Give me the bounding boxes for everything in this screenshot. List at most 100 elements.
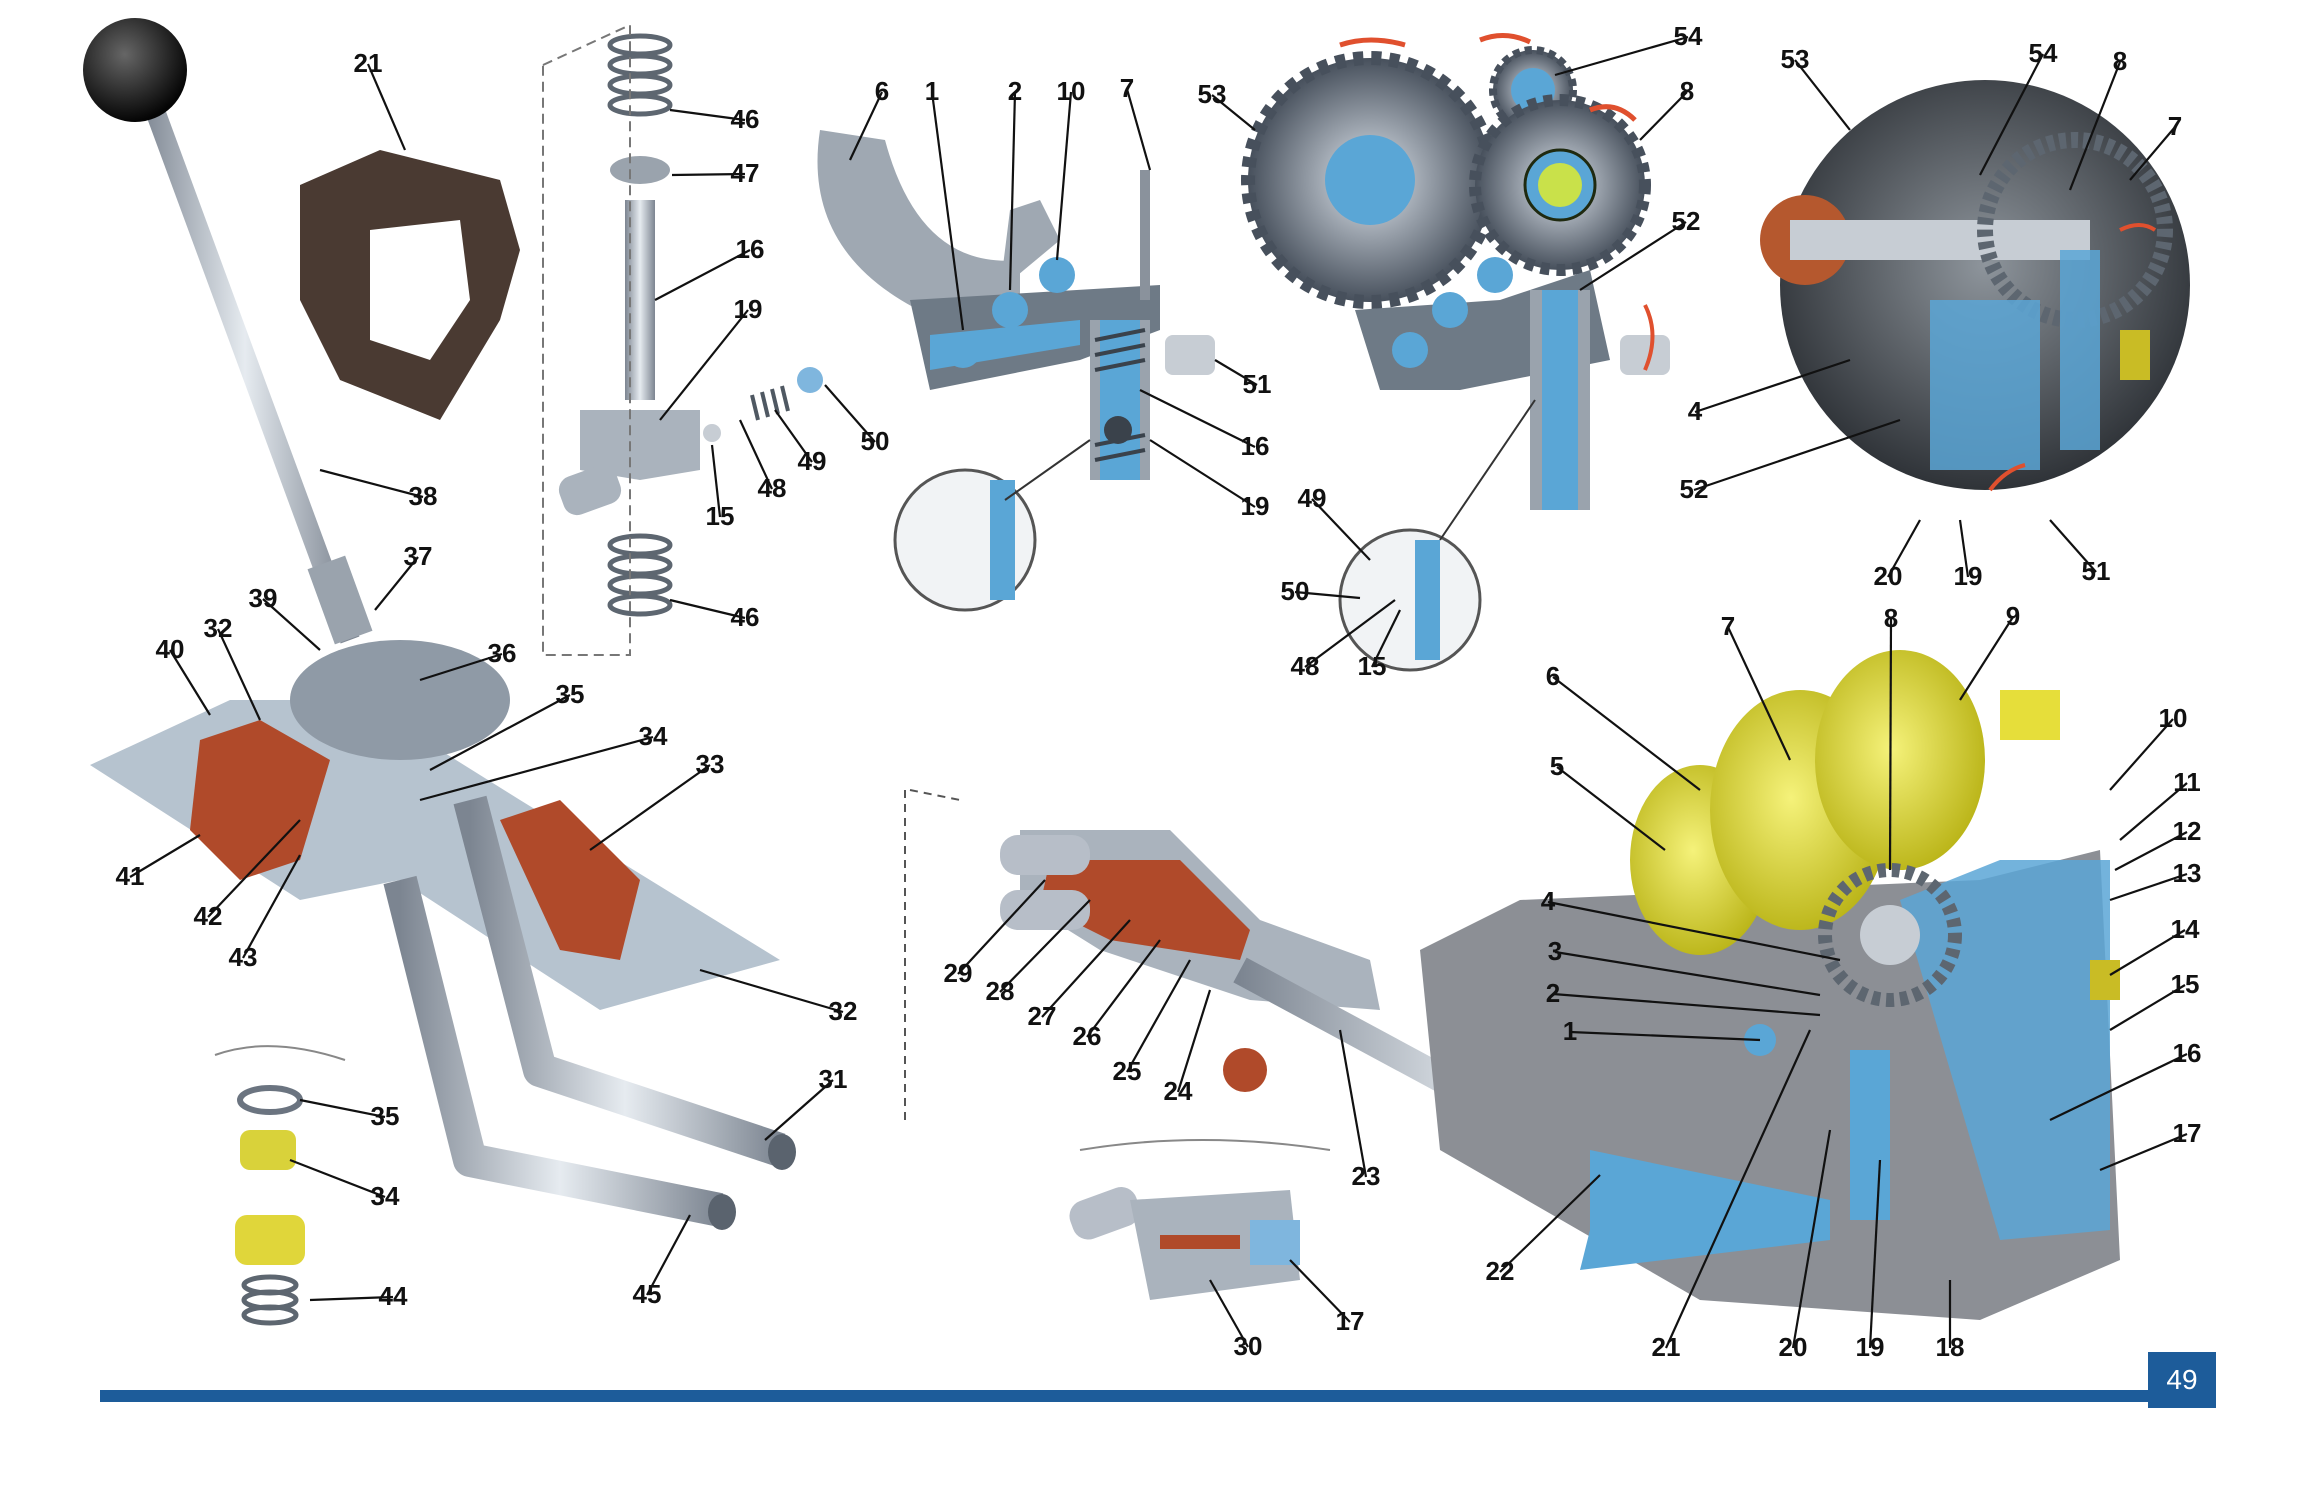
tube-end-upper bbox=[768, 1134, 796, 1170]
callout-16: 16 bbox=[736, 234, 765, 264]
cutaway-arrow-1 bbox=[2119, 223, 2157, 232]
callout-14: 14 bbox=[2171, 914, 2200, 944]
gear-cluster-rear bbox=[1815, 650, 1985, 870]
callout-29: 29 bbox=[944, 958, 973, 988]
callout-9: 9 bbox=[2006, 601, 2020, 631]
shift-tube-upper bbox=[453, 795, 786, 1167]
leader-line-4 bbox=[1694, 358, 1851, 414]
lever-boot bbox=[307, 555, 373, 645]
detent-zoom-leader bbox=[1004, 439, 1091, 501]
linkage-rod-end-upper bbox=[1000, 835, 1090, 875]
callout-11: 11 bbox=[2173, 767, 2201, 797]
leader-line-46 bbox=[669, 108, 746, 122]
callout-10: 10 bbox=[2159, 703, 2188, 733]
leader-line-2 bbox=[1552, 992, 1821, 1017]
leader-line-11 bbox=[2119, 782, 2188, 841]
callout-47: 47 bbox=[731, 158, 760, 188]
callout-43: 43 bbox=[229, 942, 258, 972]
leader-line-36 bbox=[419, 652, 503, 682]
callout-52: 52 bbox=[1672, 206, 1701, 236]
callout-42: 42 bbox=[194, 901, 223, 931]
leader-line-1 bbox=[930, 91, 965, 331]
leader-line-16 bbox=[1139, 389, 1256, 448]
rotation-arrow-4 bbox=[1643, 304, 1655, 371]
leader-line-37 bbox=[374, 556, 419, 611]
callout-49: 49 bbox=[798, 446, 827, 476]
callout-22: 22 bbox=[1486, 1256, 1515, 1286]
leader-line-44 bbox=[309, 1295, 394, 1302]
callout-26: 26 bbox=[1073, 1021, 1102, 1051]
leader-line-29 bbox=[957, 879, 1046, 975]
callout-17: 17 bbox=[2173, 1118, 2202, 1148]
callout-41: 41 bbox=[116, 861, 145, 891]
leader-line-24 bbox=[1176, 989, 1212, 1093]
leader-line-38 bbox=[319, 468, 424, 499]
callout-37: 37 bbox=[404, 541, 433, 571]
callout-10: 10 bbox=[1057, 76, 1086, 106]
callout-12: 12 bbox=[2173, 816, 2202, 846]
leader-line-52 bbox=[1579, 221, 1687, 291]
callout-16: 16 bbox=[1241, 431, 1270, 461]
callout-23: 23 bbox=[1352, 1161, 1381, 1191]
callout-52: 52 bbox=[1680, 474, 1709, 504]
callout-51: 51 bbox=[1243, 369, 1272, 399]
callout-54: 54 bbox=[2029, 38, 2058, 68]
gear-8-ring bbox=[1538, 163, 1582, 207]
callout-16: 16 bbox=[2173, 1038, 2202, 1068]
leader-line-6 bbox=[849, 91, 883, 161]
callout-1: 1 bbox=[925, 76, 939, 106]
leader-line-53 bbox=[1794, 59, 1851, 131]
callout-53: 53 bbox=[1198, 79, 1227, 109]
callout-46: 46 bbox=[731, 104, 760, 134]
leader-line-33 bbox=[589, 764, 711, 851]
callout-50: 50 bbox=[1281, 576, 1310, 606]
leader-line-17 bbox=[1289, 1259, 1351, 1323]
leader-line-15 bbox=[2109, 984, 2186, 1031]
callout-4: 4 bbox=[1688, 396, 1703, 426]
interlock-pin bbox=[1140, 170, 1150, 300]
leader-line-34 bbox=[419, 735, 654, 802]
leader-line-49 bbox=[774, 409, 813, 463]
callout-34: 34 bbox=[639, 721, 668, 751]
rotation-arrow-3 bbox=[1589, 104, 1637, 122]
gearbox-gear-8-hub bbox=[1860, 905, 1920, 965]
callout-27: 27 bbox=[1028, 1001, 1057, 1031]
leader-line-51 bbox=[2049, 519, 2097, 573]
leader-line-51 bbox=[1214, 359, 1258, 386]
leader-line-31 bbox=[764, 1079, 834, 1141]
output-shaft bbox=[2000, 690, 2060, 740]
rotation-arrow-1 bbox=[1339, 37, 1406, 48]
leader-line-7 bbox=[1727, 626, 1791, 761]
lever-boot-section bbox=[500, 800, 640, 960]
leader-line-4 bbox=[1547, 900, 1841, 962]
gear-knob bbox=[83, 18, 187, 122]
gear-selector-ball-b bbox=[1432, 292, 1468, 328]
selector-ball-1 bbox=[945, 332, 981, 368]
gear-detent-zoom-circle bbox=[1338, 528, 1482, 672]
callout-13: 13 bbox=[2173, 858, 2202, 888]
lever-housing-section bbox=[190, 720, 330, 880]
leader-line-39 bbox=[262, 598, 321, 651]
rotation-arrow-2 bbox=[1479, 33, 1532, 45]
leader-line-8 bbox=[1888, 618, 1893, 871]
callout-32: 32 bbox=[204, 613, 233, 643]
leader-line-14 bbox=[2109, 929, 2186, 976]
callout-6: 6 bbox=[1546, 661, 1560, 691]
leader-line-15 bbox=[1371, 609, 1401, 668]
callout-48: 48 bbox=[758, 473, 787, 503]
callout-18: 18 bbox=[1936, 1332, 1965, 1362]
callout-51: 51 bbox=[2082, 556, 2111, 586]
callout-25: 25 bbox=[1113, 1056, 1142, 1086]
callout-48: 48 bbox=[1291, 651, 1320, 681]
exploded-view-bracket bbox=[542, 23, 631, 656]
leader-line-50 bbox=[1294, 590, 1361, 600]
leader-line-32 bbox=[699, 968, 844, 1014]
leader-line-6 bbox=[1552, 676, 1701, 791]
leader-line-12 bbox=[2114, 831, 2188, 871]
leader-line-48 bbox=[739, 419, 773, 490]
callout-3: 3 bbox=[1548, 936, 1562, 966]
page-number: 49 bbox=[2148, 1352, 2216, 1408]
callout-33: 33 bbox=[696, 749, 725, 779]
gearbox-cutaway-circle bbox=[1760, 80, 2190, 492]
